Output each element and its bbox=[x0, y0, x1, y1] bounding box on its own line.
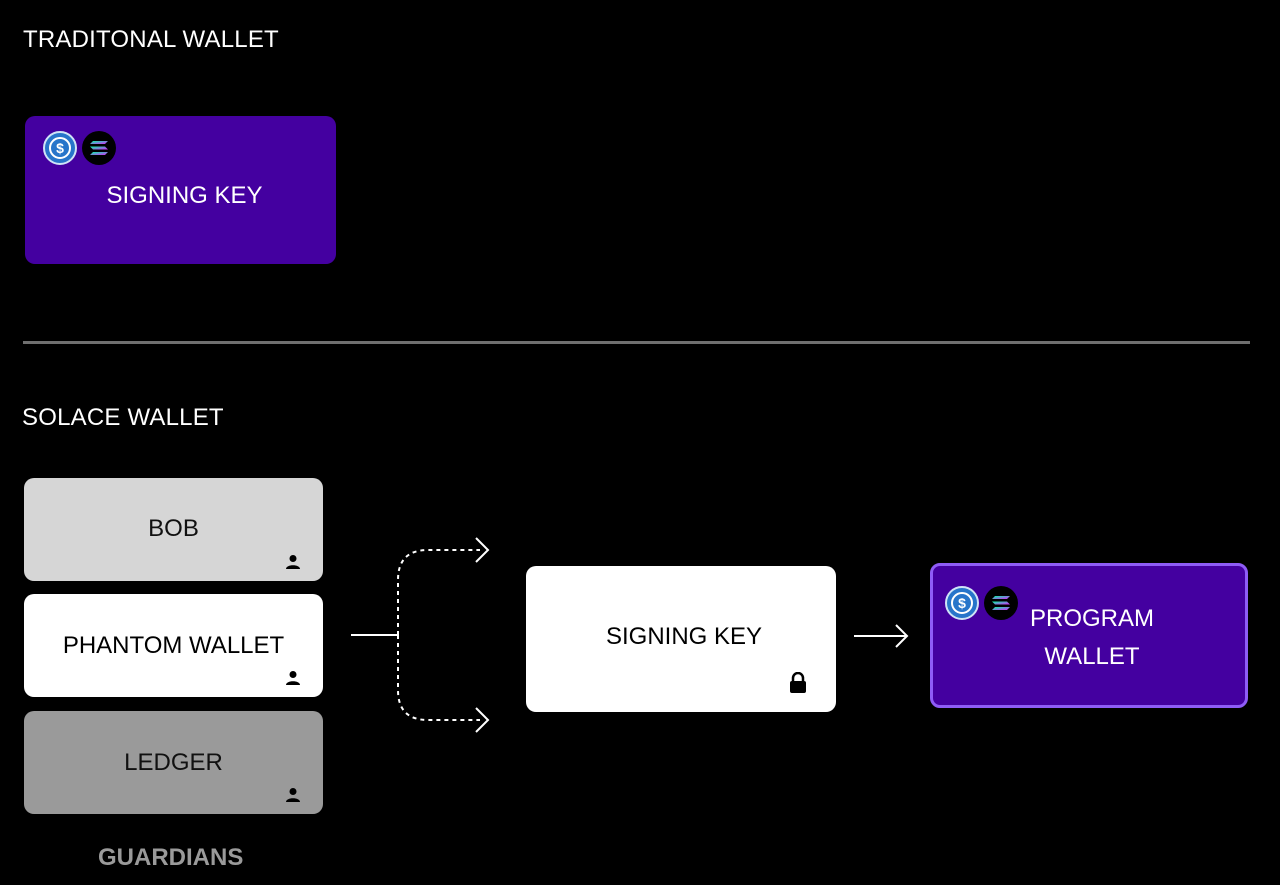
user-icon bbox=[286, 671, 300, 685]
arrow-icon bbox=[895, 624, 909, 648]
solana-icon bbox=[82, 131, 116, 165]
arrow-icon bbox=[475, 537, 490, 563]
program-wallet-line1: PROGRAM bbox=[1029, 604, 1154, 632]
lock-icon bbox=[790, 672, 806, 693]
usdc-icon: $ bbox=[43, 131, 77, 165]
guardian-card-ledger[interactable]: LEDGER bbox=[24, 711, 323, 814]
program-wallet-card[interactable]: $ PROGRAM WALLET bbox=[930, 563, 1248, 708]
usdc-icon: $ bbox=[945, 586, 979, 620]
program-wallet-line2: WALLET bbox=[1044, 642, 1140, 670]
connector-arrows bbox=[351, 537, 909, 733]
solace-wallet-title: SOLACE WALLET bbox=[22, 404, 224, 431]
program-wallet-label: PROGRAM WALLET bbox=[1030, 600, 1154, 676]
guardian-card-phantom[interactable]: PHANTOM WALLET bbox=[24, 594, 323, 697]
user-icon bbox=[286, 788, 300, 802]
dashed-path-up bbox=[397, 549, 480, 635]
solace-signing-key-card[interactable]: SIGNING KEY bbox=[526, 566, 836, 712]
traditional-signing-key-card[interactable]: $ SIGNING KEY bbox=[25, 116, 336, 264]
user-icon bbox=[286, 555, 300, 569]
arrow-icon bbox=[475, 707, 490, 733]
dashed-path-down bbox=[397, 635, 480, 721]
guardian-label: BOB bbox=[148, 514, 199, 542]
section-divider bbox=[23, 341, 1250, 344]
solana-icon bbox=[984, 586, 1018, 620]
solace-signing-key-label: SIGNING KEY bbox=[605, 623, 763, 650]
guardian-label: PHANTOM WALLET bbox=[62, 631, 285, 659]
traditional-signing-key-label: SIGNING KEY bbox=[106, 182, 263, 209]
guardians-caption: GUARDIANS bbox=[98, 844, 244, 871]
guardian-label: LEDGER bbox=[124, 748, 223, 776]
guardian-card-bob[interactable]: BOB bbox=[24, 478, 323, 581]
traditional-wallet-title: TRADITONAL WALLET bbox=[23, 26, 279, 53]
